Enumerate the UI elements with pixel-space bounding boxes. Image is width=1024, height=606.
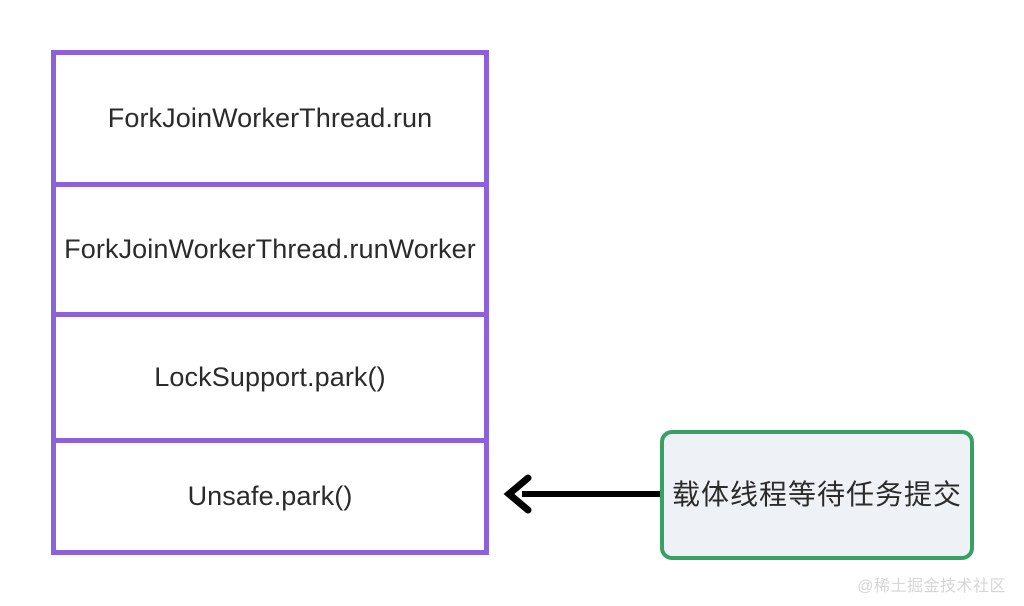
carrier-thread-note: 载体线程等待任务提交 <box>660 430 974 560</box>
stack-frame-4-label: Unsafe.park() <box>187 481 353 512</box>
call-stack: ForkJoinWorkerThread.run ForkJoinWorkerT… <box>51 50 489 555</box>
annotation-arrow <box>503 474 670 514</box>
stack-frame-3: LockSupport.park() <box>56 312 484 438</box>
watermark: @稀土掘金技术社区 <box>857 578 1006 595</box>
stack-frame-3-label: LockSupport.park() <box>154 362 386 393</box>
stack-frame-2: ForkJoinWorkerThread.runWorker <box>56 182 484 312</box>
stack-frame-1: ForkJoinWorkerThread.run <box>56 55 484 182</box>
arrow-head-icon <box>503 474 532 514</box>
carrier-thread-note-label: 载体线程等待任务提交 <box>671 478 962 510</box>
stack-frame-1-label: ForkJoinWorkerThread.run <box>107 103 433 134</box>
stack-frame-4: Unsafe.park() <box>56 438 484 550</box>
stack-frame-2-label: ForkJoinWorkerThread.runWorker <box>64 234 476 265</box>
